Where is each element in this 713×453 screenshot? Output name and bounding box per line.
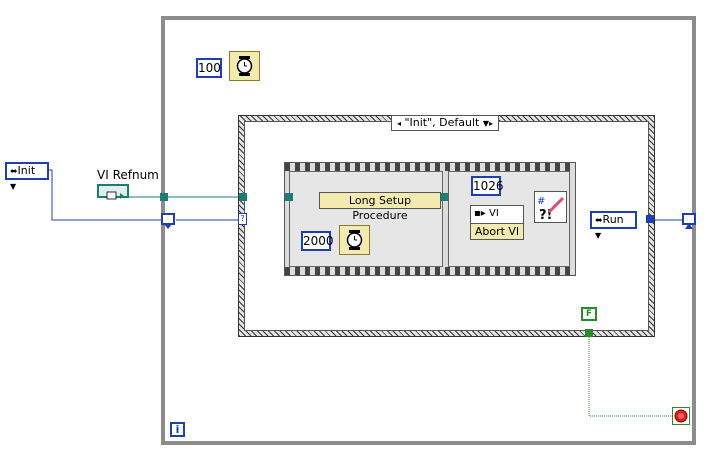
- wait-2000-constant[interactable]: 2000: [301, 231, 334, 251]
- next-state-value: Run: [602, 213, 624, 226]
- vi-refnum-control[interactable]: [97, 184, 129, 200]
- case-selector-value: "Init", Default: [404, 116, 480, 129]
- clock-icon: [236, 56, 253, 76]
- false-constant[interactable]: F: [581, 307, 597, 321]
- invoke-node-header: ▪▸ VI: [471, 206, 523, 224]
- refnum-tunnel-loop[interactable]: [160, 193, 168, 201]
- case-selector-label[interactable]: ◂ "Init", Default ▼▸: [391, 115, 499, 131]
- state-enum-control[interactable]: ⬌Init ▼: [5, 162, 49, 191]
- clock-icon: [346, 230, 363, 250]
- case-next-icon[interactable]: ▼▸: [482, 119, 494, 128]
- refnum-tunnel-seq[interactable]: [285, 193, 293, 201]
- state-enum-value: Init: [17, 164, 36, 177]
- next-state-enum[interactable]: ⬌Run ▼: [590, 211, 637, 240]
- enum-arrows-icon: ⬌: [10, 167, 18, 177]
- shift-up-arrow-icon: [685, 223, 693, 229]
- enum-wire-in: [48, 169, 162, 221]
- vi-refnum-icon: [106, 191, 124, 200]
- bool-tunnel[interactable]: [585, 329, 593, 337]
- bool-wire: [588, 333, 672, 417]
- iteration-terminal[interactable]: i: [170, 422, 185, 437]
- dropdown-arrow-icon: ▼: [595, 231, 602, 240]
- abort-vi-label: Abort VI: [474, 225, 520, 238]
- invoke-arrow-icon: ▪▸: [474, 208, 486, 219]
- error-code-constant[interactable]: 1026: [471, 176, 504, 196]
- wait-timer-icon-2[interactable]: [339, 225, 370, 255]
- refnum-tunnel-frame[interactable]: [440, 193, 448, 201]
- invoke-node[interactable]: ▪▸ VI Abort VI: [470, 205, 524, 240]
- loop-condition-terminal[interactable]: [672, 407, 690, 425]
- enum-arrows-icon: ⬌: [595, 216, 603, 226]
- svg-text:#: #: [537, 196, 545, 207]
- enum-tunnel-out[interactable]: [646, 215, 654, 223]
- invoke-method-text: VI: [488, 208, 499, 219]
- wait-ms-constant[interactable]: 100: [196, 58, 222, 78]
- refnum-tunnel-case[interactable]: [239, 193, 247, 201]
- vi-refnum-label: VI Refnum: [97, 168, 159, 182]
- shift-down-arrow-icon: [164, 224, 172, 229]
- error-cluster-icon: # ?!: [537, 196, 565, 223]
- shift-register-left[interactable]: [161, 213, 175, 229]
- long-setup-subvi[interactable]: Long Setup Procedure: [319, 192, 441, 222]
- case-selector-terminal[interactable]: ?: [238, 213, 247, 225]
- stop-icon: [674, 409, 688, 423]
- film-strip-bottom: [285, 267, 575, 275]
- wait-timer-icon[interactable]: [229, 51, 260, 81]
- error-node[interactable]: # ?!: [534, 191, 567, 223]
- case-prev-icon[interactable]: ◂: [396, 119, 401, 128]
- dropdown-arrow-icon: ▼: [10, 182, 17, 191]
- shift-register-right[interactable]: [682, 213, 696, 229]
- while-loop[interactable]: [161, 16, 696, 445]
- film-strip-top: [285, 163, 575, 171]
